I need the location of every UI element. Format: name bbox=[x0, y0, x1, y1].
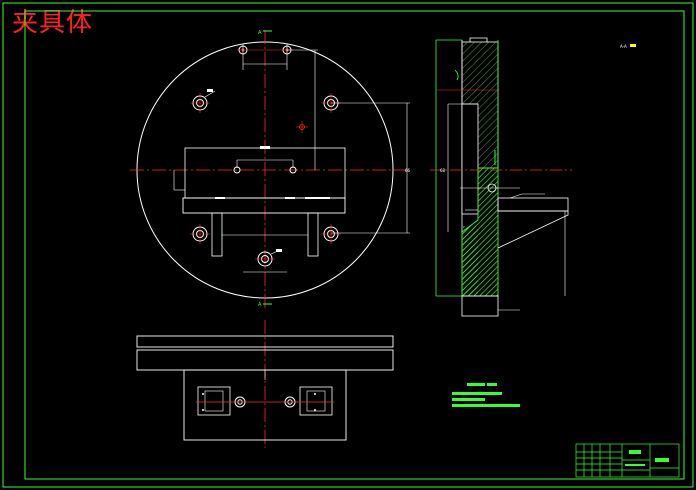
base-plate bbox=[182, 197, 346, 214]
svg-text:A: A bbox=[258, 302, 262, 308]
side-bracket-plate bbox=[497, 197, 569, 212]
front-view: A A 66 bbox=[130, 30, 411, 310]
title-block bbox=[575, 443, 680, 478]
inner-frame bbox=[24, 10, 685, 480]
svg-text:A: A bbox=[258, 30, 262, 36]
right-support-leg bbox=[307, 212, 319, 257]
left-support-leg bbox=[211, 212, 223, 257]
svg-text:68: 68 bbox=[440, 168, 446, 173]
section-view: 68 A-A bbox=[430, 37, 636, 317]
plate-top-edge bbox=[136, 335, 394, 348]
top-view bbox=[136, 320, 394, 448]
technical-requirements bbox=[452, 383, 520, 407]
side-bracket-rib bbox=[497, 210, 569, 249]
inner-slot bbox=[461, 103, 479, 215]
svg-text:A-A: A-A bbox=[620, 44, 627, 49]
svg-text:66: 66 bbox=[405, 168, 411, 173]
